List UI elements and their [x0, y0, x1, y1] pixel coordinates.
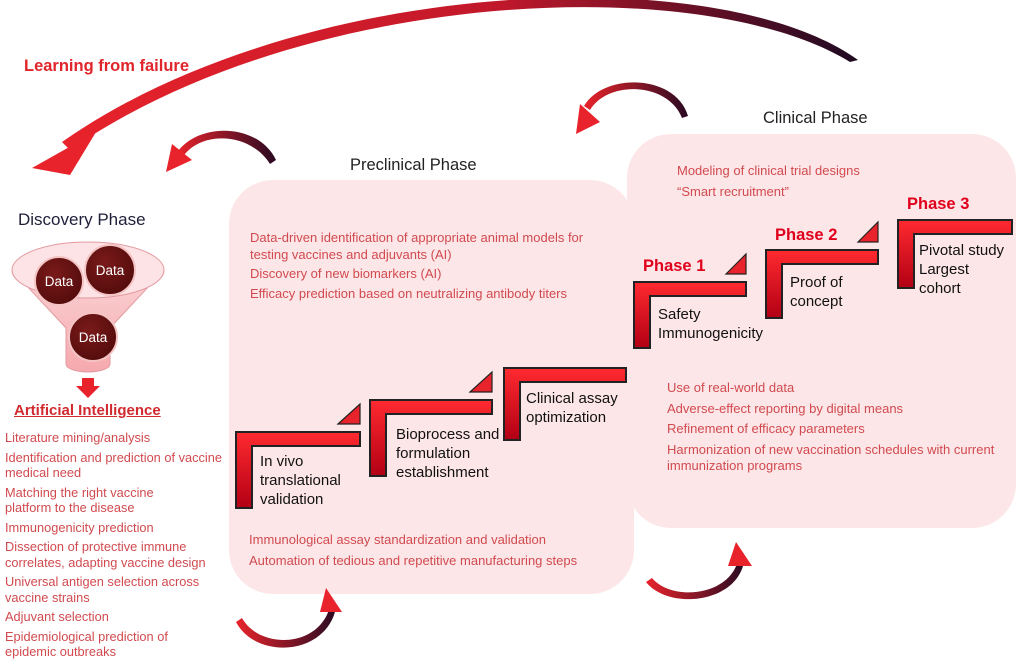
ai-item: Immunogenicity prediction [5, 519, 154, 535]
step-label-bioprocess: Bioprocess and formulation establishment [396, 426, 500, 481]
ai-title: Artificial Intelligence [14, 402, 161, 419]
preclinical-box [229, 180, 634, 594]
cycle-arrowhead-bottom-right [728, 542, 752, 566]
preclinical-bottom-list: Immunological assay standardization and … [249, 532, 629, 569]
ai-item: Epidemiological prediction of epidemic o… [5, 628, 168, 660]
data-circle-2: Data [84, 244, 136, 296]
ai-item-list: Literature mining/analysis Identificatio… [5, 430, 231, 664]
phase-2-desc: Proof of concept [790, 273, 843, 311]
ai-item: Adjuvant selection [5, 609, 109, 624]
data-circle-1: Data [34, 256, 84, 306]
clinical-bottom-item: Harmonization of new vaccination schedul… [667, 441, 995, 474]
cycle-arrow-bottom-right [646, 560, 744, 600]
phase-1-desc-line: Safety [658, 306, 701, 323]
step-preclinical-3 [503, 367, 627, 441]
phase-1-desc-line: Immunogenicity [658, 325, 764, 342]
phase-2-desc-line: Proof of [790, 274, 843, 291]
step-phase-2 [765, 220, 879, 319]
discovery-phase-title: Discovery Phase [18, 210, 146, 229]
step-phase-1 [633, 252, 747, 349]
cycle-arrowhead-discovery [166, 144, 192, 172]
step-label-in-vivo: In vivo translational validation [260, 453, 341, 508]
preclinical-top-item: Data-driven identification of appropriat… [250, 230, 584, 262]
phase-3-desc-line: Pivotal study [919, 242, 1005, 259]
clinical-bottom-item: Refinement of efficacy parameters [667, 421, 865, 436]
clinical-phase-title: Clinical Phase [763, 109, 868, 127]
step-phase-3 [897, 219, 1013, 289]
cycle-arrowhead-bottom-left [320, 588, 342, 612]
clinical-box [627, 134, 1016, 528]
learning-from-failure-label: Learning from failure [24, 57, 190, 75]
ai-item: Universal antigen selection across vacci… [5, 574, 200, 605]
preclinical-top-item: Discovery of new biomarkers (AI) [250, 266, 442, 281]
cycle-arrowhead-top [576, 104, 600, 134]
cycle-arrow-bottom-left [236, 606, 336, 648]
cycle-arrow-top [584, 82, 688, 118]
phase-2-desc-line: concept [790, 293, 843, 310]
ai-item: Dissection of protective immune correlat… [5, 539, 206, 570]
ai-item: Literature mining/analysis [5, 430, 151, 445]
phase-1-desc: Safety Immunogenicity [658, 305, 763, 343]
preclinical-top-list: Data-driven identification of appropriat… [250, 230, 625, 302]
step-preclinical-2 [369, 370, 493, 477]
phase-3-desc-line: cohort [919, 280, 961, 297]
phase-2-label: Phase 2 [775, 226, 838, 244]
ai-item: Identification and prediction of vaccine… [5, 449, 222, 481]
preclinical-bottom-item: Immunological assay standardization and … [249, 532, 547, 547]
phase-3-label: Phase 3 [907, 195, 970, 213]
clinical-top-item: Modeling of clinical trial designs [677, 163, 860, 178]
phase-3-desc-line: Largest [919, 261, 970, 278]
ai-item: Matching the right vaccine platform to t… [5, 484, 154, 516]
phase-1-label: Phase 1 [643, 257, 706, 275]
preclinical-top-item: Efficacy prediction based on neutralizin… [250, 285, 568, 301]
clinical-bottom-list: Use of real-world data Adverse-effect re… [667, 380, 997, 475]
clinical-top-item: “Smart recruitment” [677, 183, 789, 199]
step-preclinical-1 [235, 402, 361, 509]
clinical-top-list: Modeling of clinical trial designs “Smar… [677, 163, 937, 200]
phase-3-desc: Pivotal study Largest cohort [919, 241, 1004, 298]
preclinical-bottom-item: Automation of tedious and repetitive man… [249, 552, 578, 568]
cycle-arrow-discovery [176, 130, 276, 164]
clinical-bottom-item: Use of real-world data [667, 380, 795, 395]
step-label-clinical-assay: Clinical assay optimization [526, 390, 618, 426]
clinical-bottom-item: Adverse-effect reporting by digital mean… [667, 400, 904, 416]
funnel-down-arrow [76, 378, 100, 398]
preclinical-phase-title: Preclinical Phase [350, 156, 477, 174]
data-circle-3: Data [68, 312, 118, 362]
learning-arc-arrowhead [32, 132, 96, 175]
